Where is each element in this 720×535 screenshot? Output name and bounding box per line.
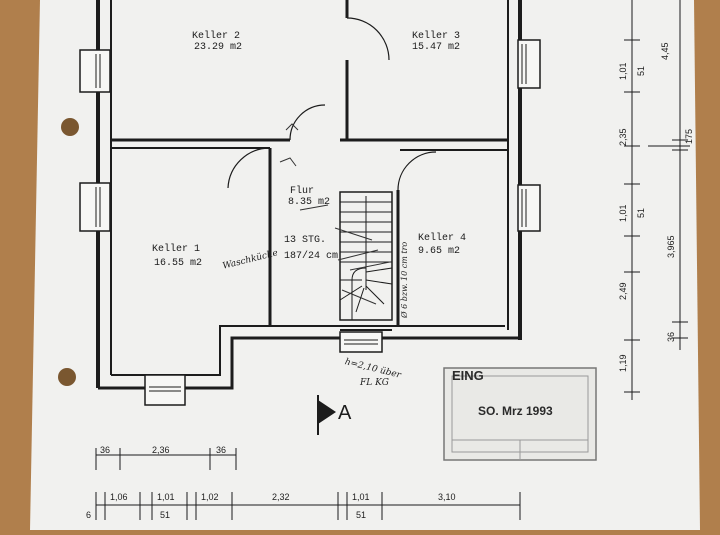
room-name-keller-4: Keller 4 — [418, 233, 467, 244]
room-name-keller-3: Keller 3 — [412, 31, 461, 42]
dim-bottom-1-c: 36 — [216, 445, 227, 455]
dim-bottom-1-b: 2,36 — [152, 445, 170, 455]
room-area-keller-4: 9.65 m2 — [418, 246, 461, 257]
room-area-flur: 8.35 m2 — [288, 197, 331, 208]
windows — [79, 39, 541, 406]
dim-right-g: 3,965 — [666, 235, 676, 258]
dim-right-h: 2,49 — [618, 282, 628, 300]
dim-right-b: 1,01 — [618, 62, 628, 80]
stair-arrow — [351, 267, 367, 320]
dim-right-inner-a: 175 — [684, 128, 694, 144]
bottom-dimension-lines — [95, 448, 521, 520]
dim-bottom-2-e: 1,01 — [352, 492, 370, 502]
pencil-marks — [279, 123, 391, 305]
dim-bottom-2-c: 1,02 — [201, 492, 219, 502]
dim-bottom-2-f: 3,10 — [438, 492, 456, 502]
dim-bottom-1-a: 36 — [100, 445, 111, 455]
dim-bottom-3-a: 6 — [86, 510, 92, 520]
right-dimension-lines — [624, 0, 690, 400]
dim-bottom-2-a: 1,06 — [110, 492, 128, 502]
stamp-box — [443, 367, 597, 461]
dim-right-c: 51 — [636, 65, 646, 76]
room-area-keller-2: 23.29 m2 — [194, 42, 243, 53]
section-marker-A — [317, 395, 336, 435]
room-area-keller-1: 16.55 m2 — [154, 258, 203, 269]
dim-right-d: 2,35 — [618, 128, 628, 146]
door-swings — [227, 17, 437, 191]
dim-right-inner-b: 36 — [666, 331, 676, 342]
stamp-date-text: SO. Mrz 1993 — [478, 404, 553, 418]
handwritten-vertical-note: Ø 6 bzw. 10 cm tro — [400, 241, 409, 318]
paper-sheet — [30, 0, 700, 530]
section-marker-letter: A — [338, 402, 352, 424]
punch-hole — [58, 368, 76, 386]
room-area-keller-3: 15.47 m2 — [412, 42, 461, 53]
stamp-top-text: EING — [452, 368, 484, 383]
stair-treads — [339, 196, 393, 313]
dim-bottom-3-b: 51 — [160, 510, 171, 520]
room-name-keller-1: Keller 1 — [152, 244, 201, 255]
handwritten-floor-note: FL KG — [360, 378, 389, 388]
dim-right-f: 51 — [636, 207, 646, 218]
dim-right-e: 1,01 — [618, 204, 628, 222]
punch-hole — [61, 118, 79, 136]
stairs-steps: 13 STG. — [284, 235, 327, 246]
window-hatching — [95, 44, 527, 392]
dim-bottom-2-d: 2,32 — [272, 492, 290, 502]
dim-right-a: 4,45 — [660, 42, 670, 60]
dim-bottom-3-c: 51 — [356, 510, 367, 520]
stairs-ratio: 187/24 cm — [284, 251, 339, 262]
dim-right-i: 1,19 — [618, 354, 628, 372]
dim-bottom-2-b: 1,01 — [157, 492, 175, 502]
room-name-keller-2: Keller 2 — [192, 31, 241, 42]
room-name-flur: Flur — [290, 186, 315, 197]
